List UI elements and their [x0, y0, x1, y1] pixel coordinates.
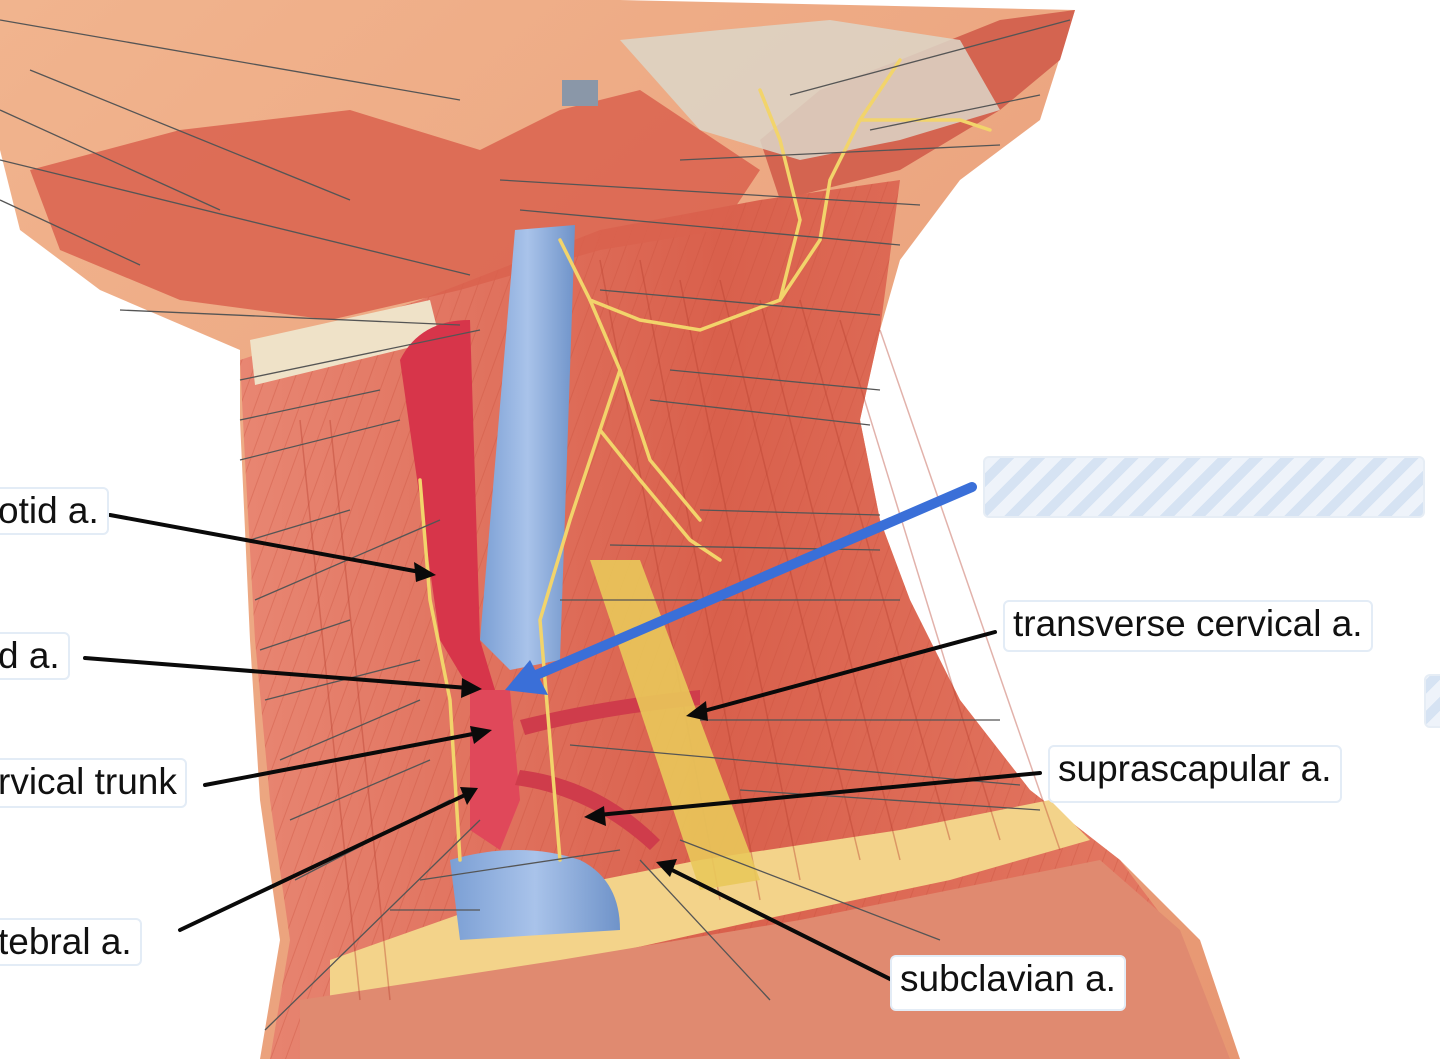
hidden-answer-box-edge[interactable]	[1424, 674, 1440, 728]
hidden-answer-box[interactable]	[983, 456, 1425, 518]
label-thyrocervical-trunk: rvical trunk	[0, 758, 187, 808]
label-common-carotid-a: d a.	[0, 632, 70, 680]
label-subclavian-a: subclavian a.	[890, 955, 1126, 1011]
jaw-muscles	[30, 90, 760, 320]
label-transverse-cervical-a: transverse cervical a.	[1003, 600, 1373, 652]
label-carotid-a: otid a.	[0, 487, 109, 535]
highlight-arrow	[505, 482, 977, 695]
internal-jugular-vein	[480, 225, 575, 670]
carotid-artery	[400, 320, 495, 690]
clavicle-fat-band	[330, 800, 1090, 1010]
label-suprascapular-a: suprascapular a.	[1048, 745, 1342, 803]
pointer-arrows	[83, 513, 1042, 982]
label-vertebral-a: tebral a.	[0, 918, 142, 966]
